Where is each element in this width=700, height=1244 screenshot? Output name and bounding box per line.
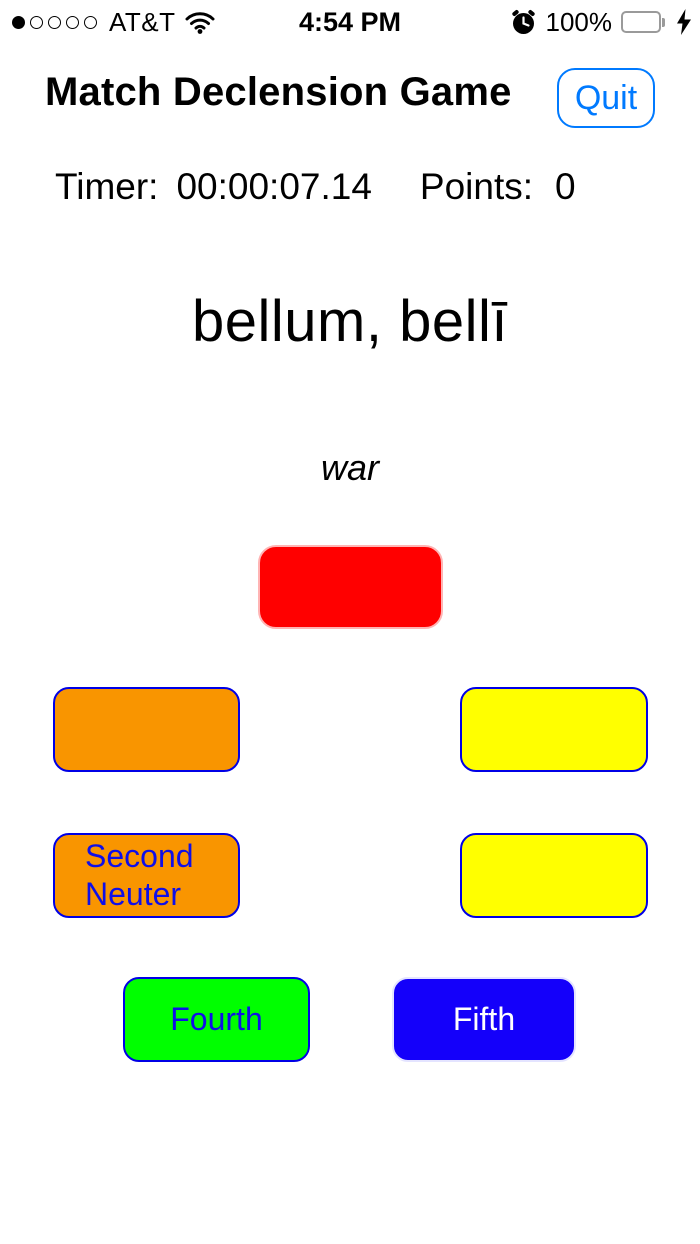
- scoreboard: Timer: 00:00:07.14 Points: 0: [55, 166, 576, 208]
- status-bar-right: 100%: [510, 0, 693, 44]
- signal-dot: [84, 15, 97, 29]
- latin-word: bellum, bellī: [192, 289, 508, 354]
- alarm-clock-icon: [510, 9, 537, 36]
- points-label: Points:: [419, 166, 534, 207]
- yellow-card-top-button[interactable]: [460, 687, 648, 772]
- yellow-card-bottom-button[interactable]: [460, 833, 648, 918]
- quit-button[interactable]: Quit: [557, 68, 655, 128]
- fourth-button[interactable]: Fourth: [123, 977, 310, 1062]
- fifth-button[interactable]: Fifth: [392, 977, 576, 1062]
- orange-card-top-button[interactable]: [53, 687, 240, 772]
- signal-dot: [12, 15, 25, 29]
- signal-dot: [30, 15, 43, 29]
- red-card-button[interactable]: [258, 545, 443, 629]
- status-bar: AT&T 4:54 PM 100%: [0, 0, 700, 44]
- signal-dot: [48, 15, 61, 29]
- gloss-word: war: [320, 447, 379, 488]
- wifi-icon: [184, 10, 216, 34]
- signal-dot: [66, 15, 79, 29]
- signal-strength-icon: [12, 15, 97, 29]
- status-bar-left: AT&T: [12, 0, 216, 44]
- battery-icon: [621, 11, 667, 33]
- timer-value: 00:00:07.14: [176, 166, 372, 207]
- charging-bolt-icon: [676, 9, 692, 35]
- timer-label: Timer:: [55, 166, 159, 207]
- carrier-label: AT&T: [109, 6, 176, 37]
- battery-percent-label: 100%: [545, 6, 613, 37]
- second-neuter-label: Second Neuter: [85, 838, 194, 912]
- second-neuter-button[interactable]: Second Neuter: [53, 833, 240, 918]
- clock-time-label: 4:54 PM: [298, 7, 402, 37]
- page-title: Match Declension Game: [45, 70, 512, 114]
- points-value: 0: [555, 166, 576, 207]
